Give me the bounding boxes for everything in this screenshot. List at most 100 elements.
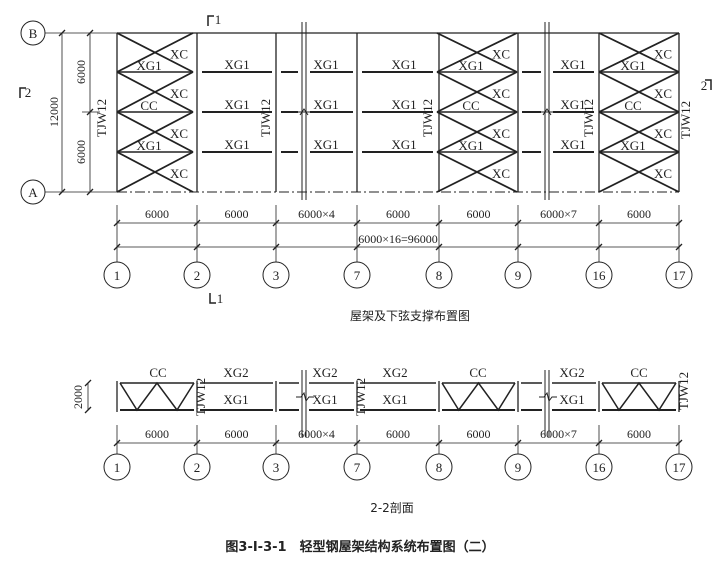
bay-dim-label: 6000 — [467, 207, 491, 221]
axis-bubble — [343, 261, 371, 289]
section-mark-2-right: 2 — [701, 78, 708, 93]
axis-row-label: A — [28, 185, 38, 200]
xg1-label: XG1 — [313, 57, 338, 72]
axis-label: 8 — [436, 268, 443, 283]
axis-label: 1 — [114, 268, 121, 283]
xg1-label: XG1 — [313, 137, 338, 152]
dimension-tick — [84, 406, 92, 414]
section-mark-bracket — [207, 15, 214, 26]
dimension-tick — [86, 188, 94, 196]
axis-label: 3 — [273, 460, 280, 475]
xg2-label: XG2 — [382, 365, 407, 380]
section-mark-bracket — [19, 87, 26, 98]
cc-label: CC — [624, 98, 641, 113]
bay-dim-label: 6000 — [386, 207, 410, 221]
dimension-tick — [86, 29, 94, 37]
axis-bubble — [585, 261, 613, 289]
xc-label: XC — [170, 86, 188, 101]
xc-brace — [116, 111, 194, 153]
section-mark-bracket — [705, 79, 712, 90]
xg1-label: XG1 — [458, 138, 483, 153]
xc-brace — [116, 71, 194, 113]
cc-label: CC — [630, 365, 647, 380]
xc-label: XC — [492, 86, 510, 101]
xg1-label: XG1 — [224, 97, 249, 112]
xc-label: XC — [654, 126, 672, 141]
dimension-tick — [86, 108, 94, 116]
xg1-label: XG1 — [560, 57, 585, 72]
xc-label: XC — [170, 166, 188, 181]
xc-brace — [436, 111, 518, 153]
axis-bubble — [262, 453, 290, 481]
dim-12000-label: 12000 — [47, 97, 61, 127]
xc-label: XC — [654, 166, 672, 181]
axis-bubble — [665, 261, 693, 289]
tjw12-label: TJW12 — [676, 372, 691, 410]
xc-label: XC — [170, 126, 188, 141]
xg2-label: XG2 — [312, 365, 337, 380]
axis-bubble — [425, 261, 453, 289]
break-marker — [296, 391, 314, 403]
dimension-tick — [84, 379, 92, 387]
bay-dim-label: 6000 — [225, 427, 249, 441]
xc-brace — [436, 71, 518, 113]
xg1-label: XG1 — [560, 97, 585, 112]
tjw12-label: TJW12 — [94, 99, 109, 137]
xg2-label: XG2 — [559, 365, 584, 380]
bay-dim-label: 6000 — [386, 427, 410, 441]
section-title: 2-2剖面 — [370, 501, 414, 515]
axis-label: 17 — [673, 460, 687, 475]
section-mark-bracket — [209, 293, 216, 304]
xc-brace — [436, 32, 518, 73]
dimension-tick — [58, 188, 66, 196]
tjw12-label: TJW12 — [678, 101, 693, 139]
xc-brace — [598, 151, 680, 193]
total-dim-label: 6000×16=96000 — [358, 232, 438, 246]
axis-label: 17 — [673, 268, 687, 283]
xc-label: XC — [492, 46, 510, 61]
height-dim-label: 2000 — [71, 385, 85, 409]
axis-bubble — [343, 453, 371, 481]
break-zigzag — [299, 108, 309, 116]
tjw12-label: TJW12 — [353, 378, 368, 416]
cc-label: CC — [469, 365, 486, 380]
bay-dim-label: 6000 — [467, 427, 491, 441]
xc-label: XC — [654, 46, 672, 61]
xg1-label: XG1 — [559, 392, 584, 407]
axis-bubble — [504, 453, 532, 481]
break-zigzag — [542, 108, 552, 116]
xg1-label: XG1 — [136, 58, 161, 73]
dimension-tick — [58, 29, 66, 37]
xg1-label: XG1 — [560, 137, 585, 152]
xg1-label: XG1 — [391, 97, 416, 112]
axis-label: 2 — [194, 460, 201, 475]
cc-label: CC — [462, 98, 479, 113]
axis-bubble — [425, 453, 453, 481]
axis-bubble — [183, 453, 211, 481]
cc-label: CC — [140, 98, 157, 113]
xc-label: XC — [492, 166, 510, 181]
axis-label: 9 — [515, 460, 522, 475]
xg1-label: XG1 — [391, 57, 416, 72]
dim-6000-label: 6000 — [74, 60, 88, 84]
xc-label: XC — [170, 46, 188, 61]
bay-dim-label: 6000×4 — [298, 207, 335, 221]
xg2-label: XG2 — [223, 365, 248, 380]
xc-brace — [436, 151, 518, 193]
section-mark-2-left: 2 — [25, 85, 32, 100]
truss-web — [441, 381, 516, 412]
plan-title: 屋架及下弦支撑布置图 — [350, 308, 470, 323]
break-marker — [539, 391, 557, 403]
axis-label: 16 — [593, 460, 607, 475]
xc-brace — [116, 32, 194, 73]
bay-dim-label: 6000 — [627, 427, 651, 441]
xc-brace — [598, 111, 680, 153]
xc-brace — [598, 71, 680, 113]
tjw12-label: TJW12 — [420, 99, 435, 137]
truss-web — [119, 381, 195, 412]
xg1-label: XG1 — [223, 392, 248, 407]
dim-6000-label: 6000 — [74, 140, 88, 164]
axis-bubble — [20, 20, 46, 46]
axis-bubble — [20, 179, 46, 205]
